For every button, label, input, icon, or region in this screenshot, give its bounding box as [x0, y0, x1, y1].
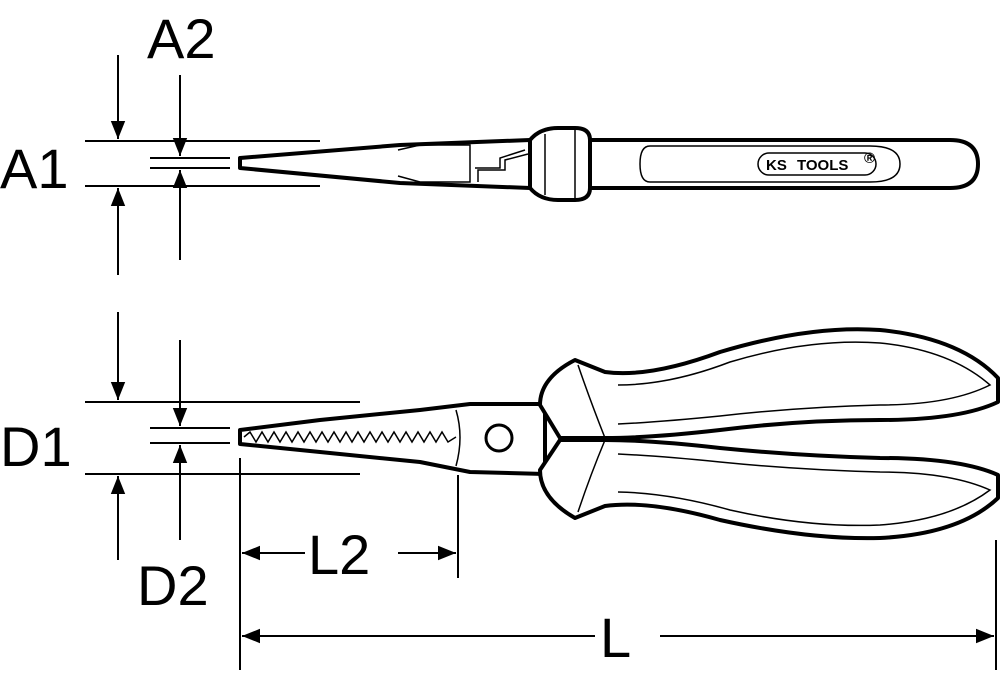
- label-a2: A2: [147, 7, 216, 70]
- jaw-side-profile: [238, 138, 532, 190]
- pliers-top-view: D1 D2 L2 L: [0, 312, 1000, 670]
- joint-step-2: [477, 153, 529, 182]
- upper-guard-line: [577, 364, 606, 439]
- pivot-rivet: [484, 423, 514, 453]
- lower-handle: [538, 438, 1000, 541]
- ks-tools-logo: KS TOOLS ®: [757, 150, 877, 176]
- joint-step: [475, 149, 526, 169]
- upper-handle: [538, 327, 1000, 440]
- label-d1: D1: [0, 415, 72, 478]
- logo-ks: KS: [766, 157, 787, 174]
- lower-guard-line: [577, 439, 606, 513]
- logo-tools: TOOLS: [797, 157, 848, 174]
- jaw-serration: [243, 430, 457, 444]
- upper-grip-inner: [617, 341, 992, 425]
- logo-frame: [757, 152, 877, 176]
- label-l: L: [600, 606, 631, 669]
- pliers-side-view: A2 A1 KS TOOLS ®: [0, 7, 980, 275]
- label-l2: L2: [308, 523, 370, 586]
- handle-inner-outline: [639, 145, 901, 183]
- handle-guard-ring: [528, 126, 592, 202]
- jaw-joint-edge: [455, 409, 461, 467]
- jaw-detail: [397, 144, 471, 183]
- logo-registered: ®: [864, 150, 875, 167]
- label-d2: D2: [137, 554, 209, 617]
- lower-grip-inner: [617, 453, 992, 527]
- label-a1: A1: [0, 137, 69, 200]
